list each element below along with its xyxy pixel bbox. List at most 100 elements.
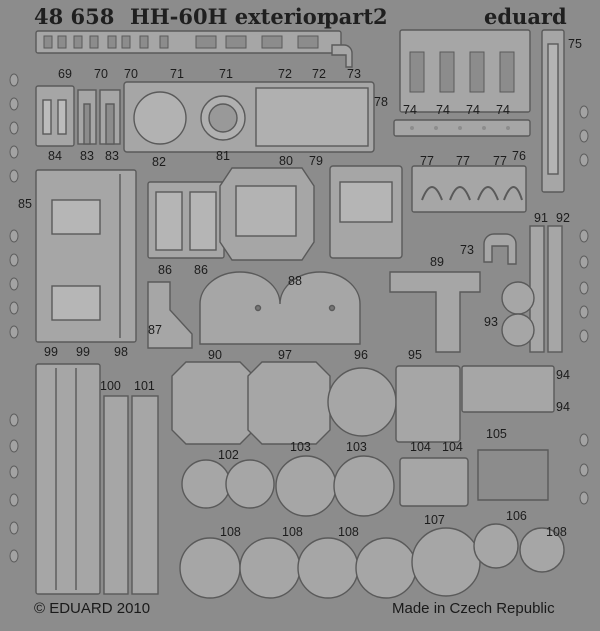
part-number-label: 102 (218, 448, 239, 462)
part-number-label: 92 (556, 211, 570, 225)
part-number-label: 76 (512, 149, 526, 163)
part-93b (501, 313, 535, 347)
part-108d (355, 537, 417, 599)
part-number-label: 74 (466, 103, 480, 117)
origin-text: Made in Czech Republic (392, 600, 555, 617)
part-number-label: 71 (170, 67, 184, 81)
kit-number: 48 658 (34, 4, 115, 29)
part-number-label: 88 (288, 274, 302, 288)
part-100 (103, 395, 129, 595)
part-102a (181, 459, 231, 509)
part-number-label: 107 (424, 513, 445, 527)
part-number-label: 74 (403, 103, 417, 117)
part-108a (179, 537, 241, 599)
part-number-label: 70 (94, 67, 108, 81)
part-73 (331, 44, 353, 68)
part-number-label: 73 (347, 67, 361, 81)
part-number-label: 79 (309, 154, 323, 168)
kit-name: HH-60H exterior (130, 4, 328, 29)
part-number-label: 97 (278, 348, 292, 362)
part-number-label: 80 (279, 154, 293, 168)
part-number-label: 85 (18, 197, 32, 211)
part-number-label: 108 (546, 525, 567, 539)
part-number-label: 104 (442, 440, 463, 454)
part-number-label: 89 (430, 255, 444, 269)
part-101 (131, 395, 159, 595)
part-number-label: 78 (374, 95, 388, 109)
part-99 (35, 363, 101, 595)
part-93a (501, 281, 535, 315)
part-97 (247, 361, 331, 445)
part-89 (389, 271, 481, 353)
part-84 (35, 85, 75, 147)
part-number-label: 106 (506, 509, 527, 523)
part-104 (399, 457, 469, 507)
part-number-label: 99 (76, 345, 90, 359)
part-108b (239, 537, 301, 599)
part-number-label: 101 (134, 379, 155, 393)
part-78 (255, 87, 369, 147)
part-number-label: 71 (219, 67, 233, 81)
part-103b (333, 455, 395, 517)
part-103a (275, 455, 337, 517)
part-number-label: 83 (105, 149, 119, 163)
part-number-label: 108 (282, 525, 303, 539)
part-number-label: 94 (556, 400, 570, 414)
part-number-label: 95 (408, 348, 422, 362)
part-number-label: 72 (312, 67, 326, 81)
part-92 (547, 225, 563, 353)
part-number-label: 93 (484, 315, 498, 329)
part-102b (225, 459, 275, 509)
part-87 (147, 281, 193, 349)
part-number-label: 94 (556, 368, 570, 382)
part-82 (133, 91, 187, 145)
part-number-label: 81 (216, 149, 230, 163)
part-number-label: 72 (278, 67, 292, 81)
part-77-frame (411, 165, 527, 213)
part-number-label: 69 (58, 67, 72, 81)
part-number-label: 103 (346, 440, 367, 454)
part-number-label: 87 (148, 323, 162, 337)
part-94 (461, 365, 555, 413)
part-number-label: 108 (220, 525, 241, 539)
part-88 (199, 271, 361, 345)
part-107 (411, 527, 481, 597)
part-number-label: 86 (194, 263, 208, 277)
part-108c (297, 537, 359, 599)
part-number-label: 108 (338, 525, 359, 539)
part-96 (327, 367, 397, 437)
part-105 (477, 449, 549, 501)
part-90 (171, 361, 255, 445)
part-number-label: 105 (486, 427, 507, 441)
part-number-label: 83 (80, 149, 94, 163)
part-number-label: 77 (456, 154, 470, 168)
part-number-label: 98 (114, 345, 128, 359)
part-number-label: 104 (410, 440, 431, 454)
part-number-label: 86 (158, 263, 172, 277)
part-number-label: 103 (290, 440, 311, 454)
part-95 (395, 365, 461, 443)
brand-logo: eduard (484, 4, 567, 29)
part-number-label: 77 (420, 154, 434, 168)
part-number-label: 84 (48, 149, 62, 163)
part-number-label: 100 (100, 379, 121, 393)
part-number-label: 99 (44, 345, 58, 359)
part-number-label: 77 (493, 154, 507, 168)
part-number-label: 74 (436, 103, 450, 117)
part-number-label: 90 (208, 348, 222, 362)
copyright-text: © EDUARD 2010 (34, 600, 151, 617)
part-number-label: 82 (152, 155, 166, 169)
kit-part: part2 (324, 4, 388, 29)
part-number-label: 96 (354, 348, 368, 362)
part-number-label: 91 (534, 211, 548, 225)
part-number-label: 74 (496, 103, 510, 117)
part-106b (519, 527, 565, 573)
part-number-label: 73 (460, 243, 474, 257)
part-74-group (399, 29, 531, 113)
part-number-label: 70 (124, 67, 138, 81)
part-73b (483, 233, 517, 265)
part-106a (473, 523, 519, 569)
part-number-label: 75 (568, 37, 582, 51)
